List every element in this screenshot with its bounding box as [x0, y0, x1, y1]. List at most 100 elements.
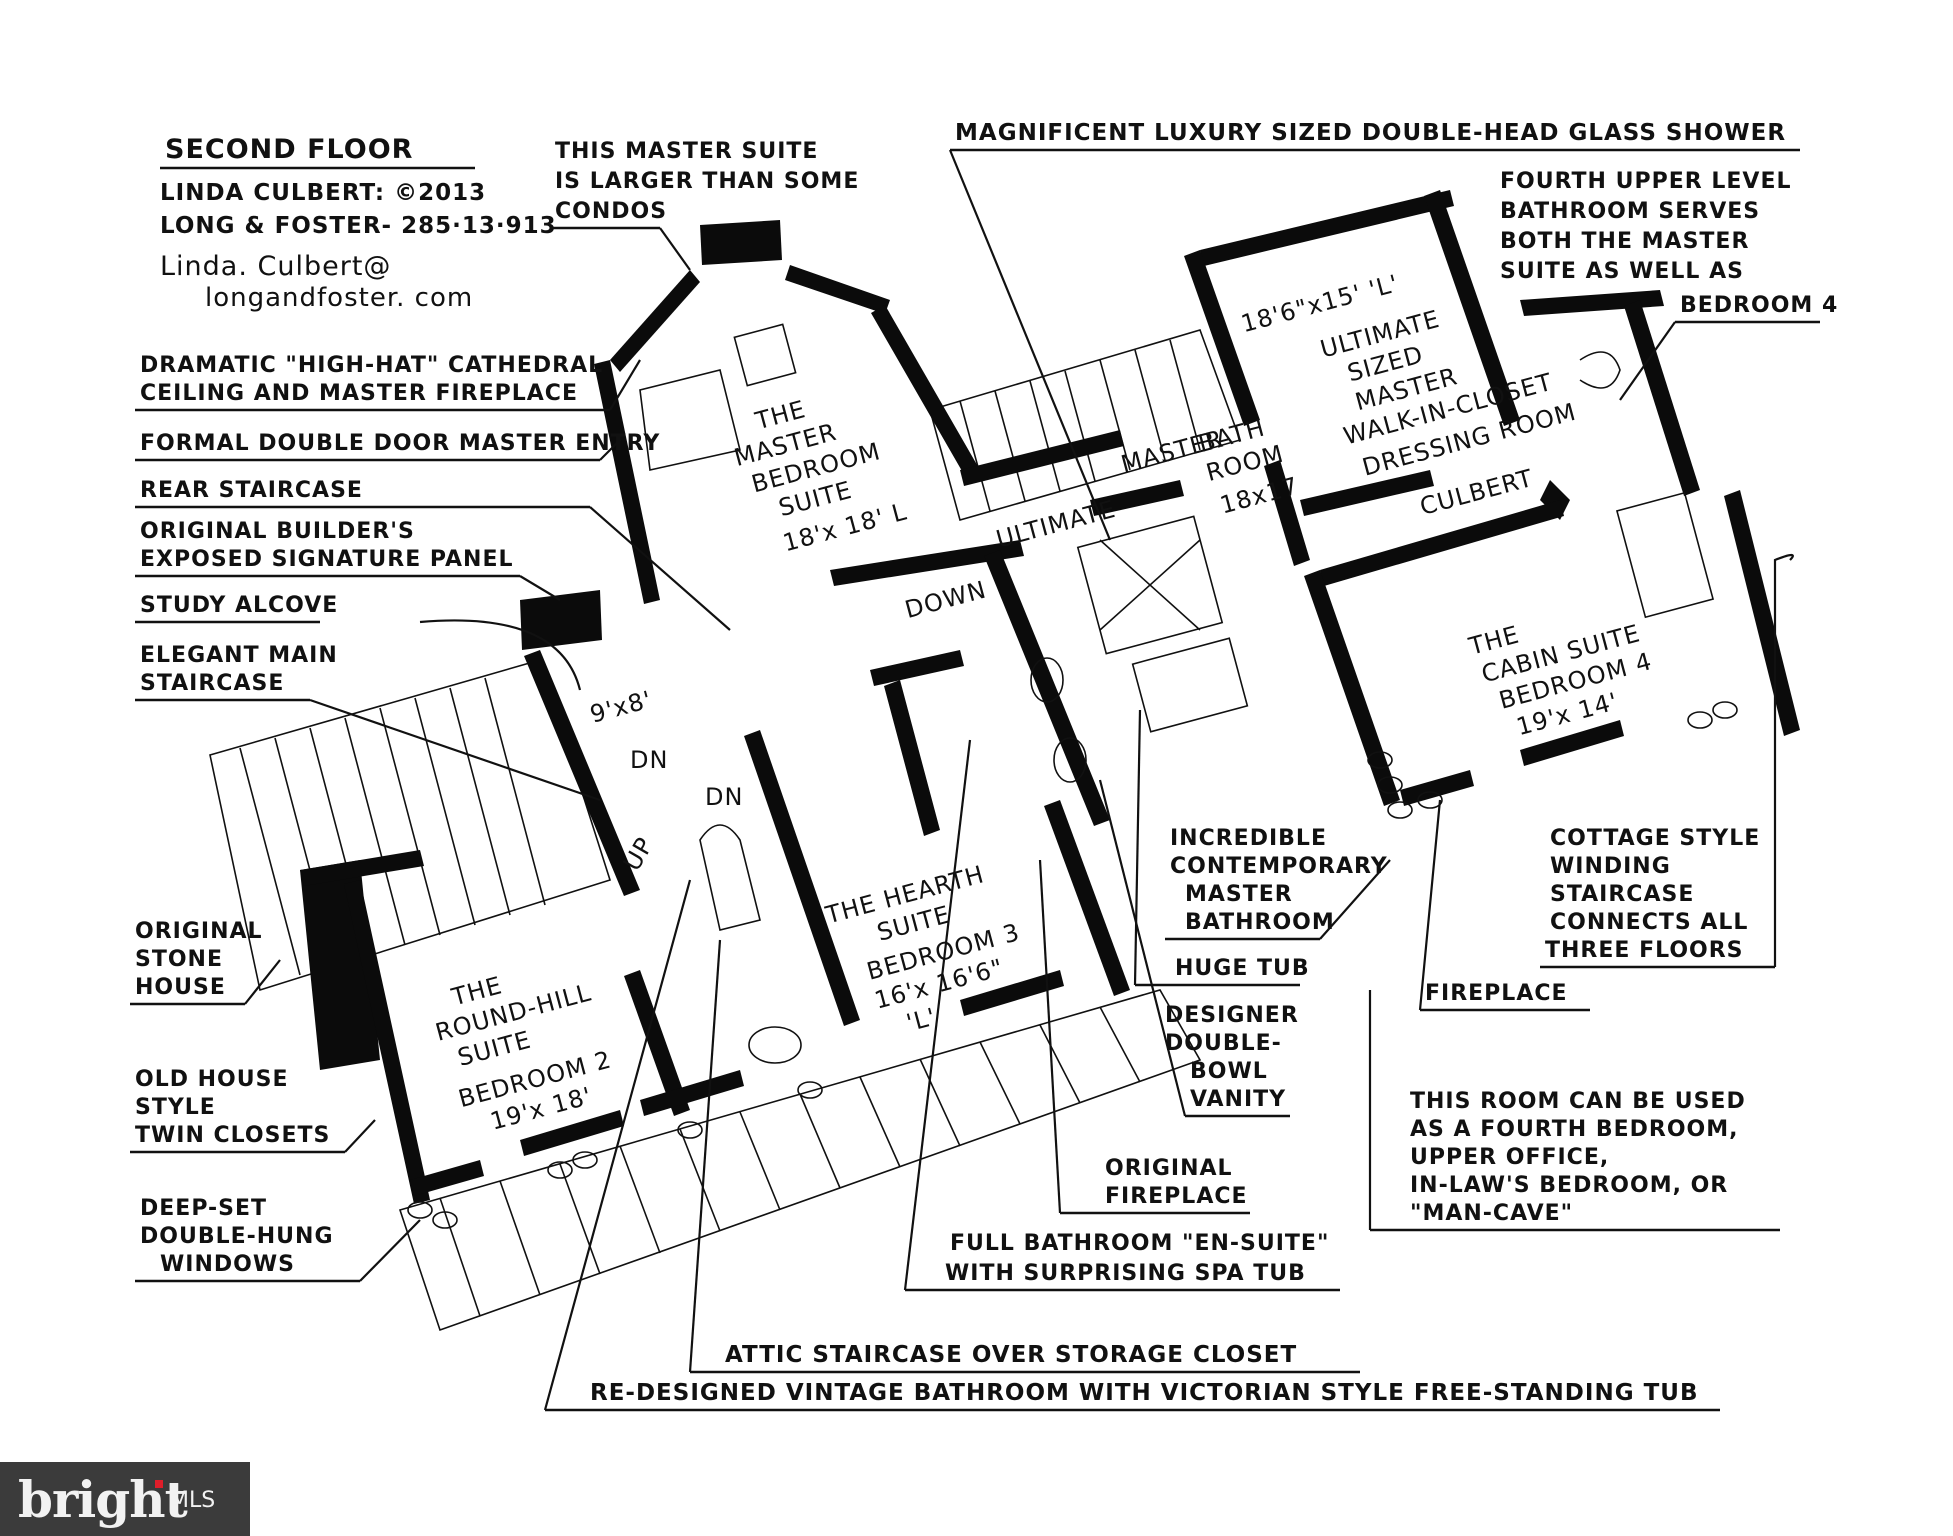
callout-text: DESIGNER [1165, 1003, 1299, 1028]
callout-text: HOUSE [135, 975, 226, 1000]
callout-text: WINDOWS [160, 1252, 295, 1277]
callout-vanity: DESIGNER DOUBLE- BOWL VANITY [1098, 779, 1299, 1118]
callout-text: CONDOS [555, 199, 667, 224]
callout-text: BOWL [1190, 1059, 1268, 1084]
callout-text: TWIN CLOSETS [135, 1123, 330, 1148]
callout-text: INCREDIBLE [1170, 826, 1327, 851]
callout-text: CEILING AND MASTER FIREPLACE [140, 381, 578, 406]
room-label: ULTIMATE [993, 495, 1119, 554]
label-master-bedroom: THE MASTER BEDROOM SUITE 18'x 18' L [731, 395, 910, 557]
cabin-suite-walls [1304, 490, 1800, 806]
credit-line: longandfoster. com [205, 283, 473, 313]
callout-double-door: FORMAL DOUBLE DOOR MASTER ENTRY [135, 431, 660, 462]
callout-signature-panel: ORIGINAL BUILDER'S EXPOSED SIGNATURE PAN… [135, 519, 561, 601]
callout-text: STAIRCASE [140, 671, 284, 696]
callout-text: AS A FOURTH BEDROOM, [1410, 1117, 1739, 1142]
credit-line: Linda. Culbert@ [160, 251, 391, 282]
callout-text: DRAMATIC "HIGH-HAT" CATHEDRAL [140, 353, 603, 378]
credit-line: LINDA CULBERT: ©2013 [160, 180, 486, 206]
callout-text: DOUBLE-HUNG [140, 1224, 334, 1249]
callout-vintage-bath: RE-DESIGNED VINTAGE BATHROOM WITH VICTOR… [543, 879, 1720, 1412]
callout-text: FIREPLACE [1105, 1184, 1248, 1209]
fixtures [639, 323, 1715, 1064]
callout-text: MASTER [1185, 882, 1293, 907]
room-label: 'L' [903, 1003, 939, 1038]
master-bedroom-walls [594, 190, 1700, 604]
porch-roof-upper [929, 329, 1242, 521]
callout-text: ATTIC STAIRCASE OVER STORAGE CLOSET [725, 1342, 1297, 1368]
callout-study: STUDY ALCOVE [135, 593, 582, 691]
floor-title: SECOND FLOOR [165, 134, 413, 165]
callout-text: BOTH THE MASTER [1500, 229, 1749, 254]
callout-text: CONTEMPORARY [1170, 854, 1388, 879]
callout-contemporary-bath: INCREDIBLE CONTEMPORARY MASTER BATHROOM [1165, 826, 1391, 941]
header-block: SECOND FLOOR LINDA CULBERT: ©2013 LONG &… [160, 134, 557, 313]
callout-text: STYLE [135, 1095, 216, 1120]
callout-text: FIREPLACE [1425, 981, 1568, 1006]
floor-plan-drawing [209, 190, 1800, 1332]
watermark-logo: bright MLS [0, 1462, 250, 1536]
callout-text: CONNECTS ALL [1550, 910, 1748, 935]
credit-line: LONG & FOSTER- 285·13·913 [160, 213, 557, 239]
callout-text: THIS MASTER SUITE [555, 139, 818, 164]
callout-cathedral: DRAMATIC "HIGH-HAT" CATHEDRAL CEILING AN… [135, 353, 641, 412]
callout-text: THREE FLOORS [1545, 938, 1744, 963]
callout-shower: MAGNIFICENT LUXURY SIZED DOUBLE-HEAD GLA… [948, 120, 1800, 541]
callout-text: HUGE TUB [1175, 956, 1310, 981]
callout-text: "MAN-CAVE" [1410, 1201, 1573, 1226]
callout-text: RE-DESIGNED VINTAGE BATHROOM WITH VICTOR… [590, 1380, 1698, 1406]
callout-windows: DEEP-SET DOUBLE-HUNG WINDOWS [135, 1196, 421, 1283]
callout-text: REAR STAIRCASE [140, 478, 363, 503]
callout-text: SUITE AS WELL AS [1500, 259, 1744, 284]
callout-text: EXPOSED SIGNATURE PANEL [140, 547, 514, 572]
porch-roof-bottom [398, 989, 1202, 1332]
callout-text: VANITY [1190, 1087, 1286, 1112]
callout-text: STONE [135, 947, 223, 972]
callout-text: BATHROOM SERVES [1500, 199, 1760, 224]
master-bath-walls [1090, 460, 1570, 566]
callout-fourth-bath: FOURTH UPPER LEVEL BATHROOM SERVES BOTH … [1500, 169, 1838, 401]
callout-huge-tub: HUGE TUB [1133, 709, 1310, 987]
callout-room-use: THIS ROOM CAN BE USED AS A FOURTH BEDROO… [1368, 990, 1780, 1232]
room-label: DN [630, 746, 668, 774]
watermark-suffix: MLS [170, 1488, 216, 1513]
callout-stone-house: ORIGINAL STONE HOUSE [130, 919, 281, 1006]
callout-cottage-stair: COTTAGE STYLE WINDING STAIRCASE CONNECTS… [1540, 553, 1794, 969]
callout-text: BATHROOM [1185, 910, 1335, 935]
callout-text: FORMAL DOUBLE DOOR MASTER ENTRY [140, 431, 660, 456]
porch-roof-lower [209, 659, 612, 992]
label-cabin: THE CABIN SUITE BEDROOM 4 19'x 14' [1465, 619, 1655, 741]
callout-attic: ATTIC STAIRCASE OVER STORAGE CLOSET [688, 939, 1360, 1374]
callout-fireplace: FIREPLACE [1418, 799, 1590, 1012]
callout-twin-closets: OLD HOUSE STYLE TWIN CLOSETS [130, 1067, 376, 1154]
callout-text: FOURTH UPPER LEVEL [1500, 169, 1792, 194]
callout-text: DOUBLE- [1165, 1031, 1282, 1056]
callout-text: OLD HOUSE [135, 1067, 289, 1092]
callout-text: ELEGANT MAIN [140, 643, 338, 668]
callout-text: ORIGINAL [1105, 1156, 1233, 1181]
callout-main-stair: ELEGANT MAIN STAIRCASE [135, 643, 601, 802]
callout-text: ORIGINAL [135, 919, 263, 944]
callout-text: WINDING [1550, 854, 1671, 879]
callout-master-suite: THIS MASTER SUITE IS LARGER THAN SOME CO… [550, 139, 859, 271]
label-round-hill: THE ROUND-HILL SUITE BEDROOM 2 19'x 18' [432, 971, 614, 1135]
callout-text: DEEP-SET [140, 1196, 267, 1221]
round-hill-walls [300, 590, 744, 1204]
callout-text: IS LARGER THAN SOME [555, 169, 859, 194]
callout-text: MAGNIFICENT LUXURY SIZED DOUBLE-HEAD GLA… [955, 120, 1786, 146]
hearth-suite-walls [744, 540, 1130, 1026]
callout-text: WITH SURPRISING SPA TUB [945, 1261, 1306, 1286]
callout-text: THIS ROOM CAN BE USED [1410, 1089, 1746, 1114]
callout-text: IN-LAW'S BEDROOM, OR [1410, 1173, 1728, 1198]
room-label: 9'x8' [587, 685, 655, 728]
stone-texture [407, 701, 1738, 1229]
callout-rear-stair: REAR STAIRCASE [135, 478, 731, 631]
callout-en-suite: FULL BATHROOM "EN-SUITE" WITH SURPRISING… [903, 739, 1340, 1292]
room-label: DN [705, 783, 743, 811]
callout-text: BEDROOM 4 [1680, 293, 1838, 318]
room-label: DOWN [902, 575, 989, 624]
callout-text: COTTAGE STYLE [1550, 826, 1760, 851]
watermark-word: bright [18, 1470, 188, 1529]
watermark-dot [155, 1480, 163, 1488]
